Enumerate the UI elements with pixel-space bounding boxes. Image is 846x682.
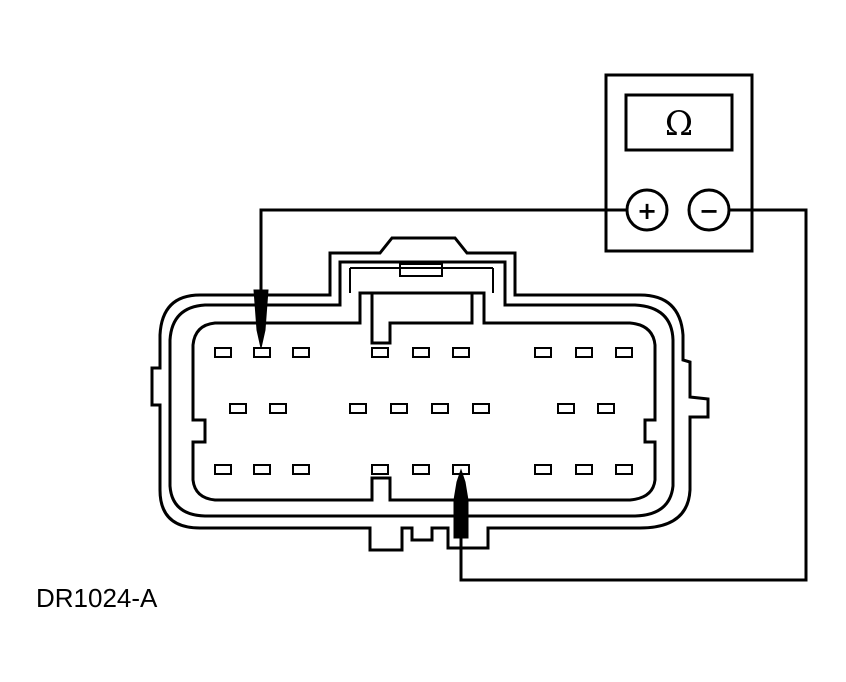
negative-test-lead — [459, 208, 808, 582]
pin — [534, 464, 552, 475]
pin — [452, 347, 470, 358]
pin — [615, 464, 633, 475]
pin — [253, 464, 271, 475]
pin — [390, 403, 408, 414]
pin — [214, 464, 232, 475]
pin-cavity — [191, 291, 657, 502]
pin — [557, 403, 575, 414]
pin — [371, 464, 389, 475]
pin — [412, 347, 430, 358]
positive-probe-tip — [253, 289, 269, 349]
negative-terminal-label: − — [699, 197, 719, 225]
pin — [292, 464, 310, 475]
connector-inner-shell — [168, 260, 675, 518]
pin — [292, 347, 310, 358]
negative-probe-tip — [453, 468, 469, 539]
pin — [431, 403, 449, 414]
pin — [214, 347, 232, 358]
pin — [229, 403, 247, 414]
pin — [597, 403, 615, 414]
pin-row-middle — [229, 403, 615, 414]
pin — [575, 464, 593, 475]
pin — [575, 347, 593, 358]
pin — [371, 347, 389, 358]
connector-housing — [150, 236, 710, 552]
positive-test-lead — [259, 208, 627, 295]
center-rib — [370, 293, 474, 345]
pin — [412, 464, 430, 475]
pin — [253, 347, 271, 358]
pin — [615, 347, 633, 358]
ohm-symbol: Ω — [665, 104, 693, 144]
positive-terminal-label: + — [637, 197, 657, 225]
latch-slot — [399, 263, 443, 277]
pin-row-bottom — [214, 464, 633, 475]
connector-outer-shell — [150, 236, 710, 552]
pin — [534, 347, 552, 358]
ohmmeter-display — [624, 93, 734, 152]
pin-row-top — [214, 347, 633, 358]
pin — [472, 403, 490, 414]
pin — [269, 403, 287, 414]
figure-caption: DR1024-A — [36, 583, 158, 613]
pin — [349, 403, 367, 414]
ohmmeter-body — [604, 73, 754, 253]
ohmmeter: Ω + − — [604, 73, 754, 253]
